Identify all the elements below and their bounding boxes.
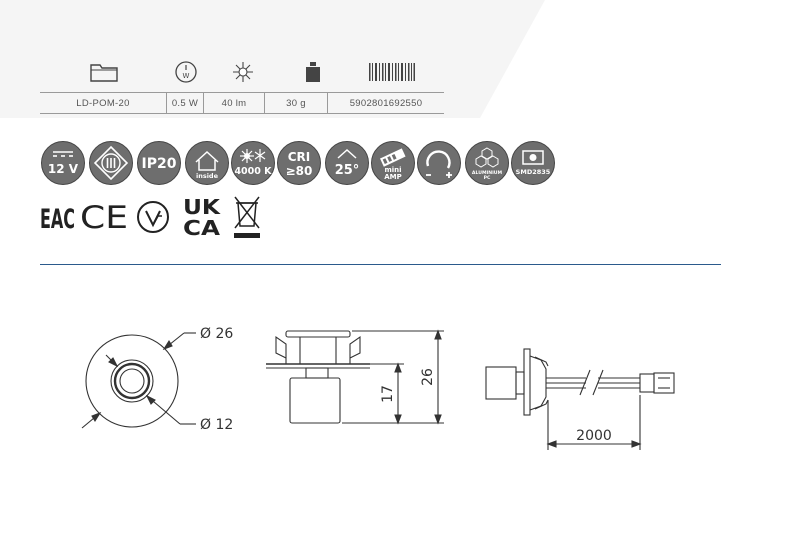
ip-label: IP20: [142, 156, 177, 172]
indoor-use-badge: inside: [185, 141, 229, 185]
barcode-icon: [362, 54, 422, 90]
svg-text:W: W: [183, 72, 190, 80]
front-view: [81, 332, 196, 429]
cct-label: 4000 K: [234, 166, 272, 177]
ce-mark: CE: [80, 200, 128, 236]
weight-icon: [295, 54, 331, 90]
spec-table: LD-POM-20 0.5 W 40 lm 30 g 5902801692550: [40, 92, 444, 114]
class-iii-badge: [89, 141, 133, 185]
cri-badge: CRI ≥80: [277, 141, 321, 185]
smd-led-badge: SMD2835: [511, 141, 555, 185]
rotation-badge: [417, 141, 461, 185]
ce-text: CE: [80, 200, 128, 236]
outer-ring: [85, 334, 179, 428]
eac-mark: EAC: [40, 204, 75, 235]
lumen-sun-icon: [225, 54, 261, 90]
ip-rating-badge: IP20: [137, 141, 181, 185]
ean-value: 5902801692550: [327, 92, 444, 114]
cri-label: CRI: [288, 150, 311, 164]
cable-length-label: 2000: [576, 428, 612, 444]
power-watt-icon: W: [168, 54, 204, 90]
color-temperature-badge: 4000 K: [231, 141, 275, 185]
amp-label: AMP: [384, 173, 402, 181]
folder-icon: [86, 54, 122, 90]
pc-label: PC: [484, 175, 491, 181]
eac-text: EAC: [40, 204, 75, 235]
spec-row: LD-POM-20 0.5 W 40 lm 30 g 5902801692550: [40, 92, 444, 114]
cable-view: [485, 348, 675, 450]
weight-value: 30 g: [264, 92, 328, 114]
aluminium-pc-badge: ALUMINIUM PC: [465, 141, 509, 185]
beam-angle-badge: 25°: [325, 141, 369, 185]
ukca-mark: UK CA: [183, 195, 222, 238]
body-height-label: 17: [380, 385, 396, 403]
voltage-label: 12 V: [48, 162, 79, 176]
section-divider: [40, 264, 721, 265]
cri-value: ≥80: [286, 164, 313, 178]
enec-mark: [137, 201, 169, 233]
side-view: [266, 329, 444, 425]
inner-ring: [110, 359, 154, 403]
inside-label: inside: [196, 172, 219, 180]
angle-label: 25°: [335, 163, 360, 178]
inner-diameter-label: Ø 12: [200, 417, 233, 433]
smd-label: SMD2835: [516, 168, 551, 176]
aluminium-label: ALUMINIUM: [472, 170, 503, 176]
voltage-badge: 12 V: [41, 141, 85, 185]
lumen-value: 40 lm: [203, 92, 265, 114]
power-value: 0.5 W: [166, 92, 204, 114]
weee-bin-icon: [234, 196, 260, 238]
spec-icons-row: W: [40, 54, 456, 90]
mini-amp-badge: mini AMP: [371, 141, 415, 185]
total-height-label: 26: [420, 368, 436, 386]
ukca-bottom-text: CA: [183, 216, 221, 238]
outer-diameter-label: Ø 26: [200, 326, 233, 342]
product-code: LD-POM-20: [40, 92, 167, 114]
ukca-top-text: UK: [183, 195, 222, 219]
mini-label: mini: [384, 166, 401, 174]
